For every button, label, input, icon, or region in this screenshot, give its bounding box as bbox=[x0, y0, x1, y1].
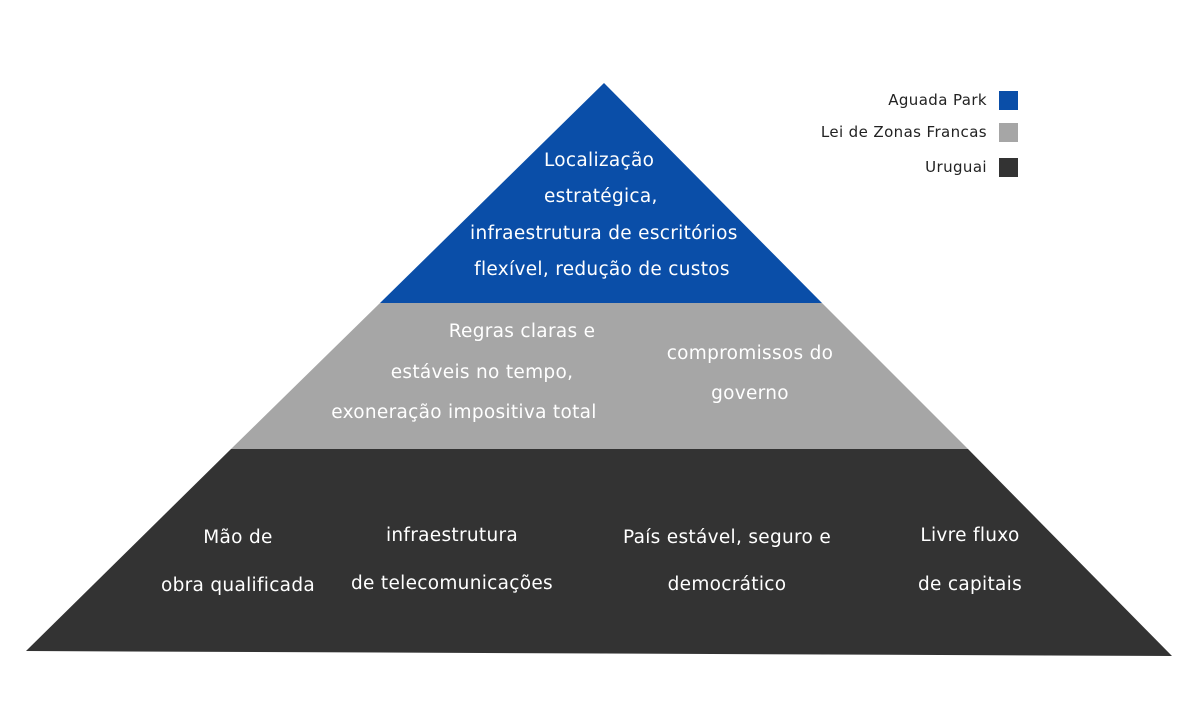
tier-top-line-2: estratégica, bbox=[544, 186, 658, 207]
tier-top-line-1: Localização bbox=[544, 150, 655, 171]
tier-middle-item-2-line-1: compromissos do bbox=[666, 343, 834, 364]
legend-swatch bbox=[999, 122, 1018, 142]
legend-item-lei-de-zonas-francas: Lei de Zonas Francas bbox=[821, 121, 1018, 143]
tier-middle-item-1-line-3: exoneração impositiva total bbox=[331, 402, 597, 423]
legend-item-aguada-park: Aguada Park bbox=[888, 89, 1018, 111]
tier-bottom-item-4-line-1: Livre fluxo bbox=[920, 525, 1020, 546]
legend-swatch bbox=[999, 157, 1018, 177]
legend-item-uruguai: Uruguai bbox=[925, 156, 1018, 178]
tier-middle-shape bbox=[231, 303, 968, 449]
legend-swatch bbox=[999, 90, 1018, 110]
legend-label: Lei de Zonas Francas bbox=[820, 123, 987, 141]
legend-label: Uruguai bbox=[925, 158, 987, 176]
tier-bottom-item-2-line-2: de telecomunicações bbox=[351, 573, 553, 594]
tier-middle-item-1-line-1: Regras claras e bbox=[448, 321, 596, 342]
tier-bottom-item-3-line-1: País estável, seguro e bbox=[622, 527, 832, 548]
tier-bottom-item-3-line-2: democrático bbox=[667, 574, 787, 595]
legend-label: Aguada Park bbox=[888, 91, 987, 109]
tier-middle-item-2-line-2: governo bbox=[711, 383, 789, 404]
tier-bottom-item-2-line-1: infraestrutura bbox=[385, 525, 519, 546]
tier-top-line-3: infraestrutura de escritórios bbox=[470, 223, 738, 244]
tier-bottom-shape bbox=[26, 449, 1172, 656]
tier-top-shape bbox=[380, 83, 822, 303]
tier-bottom-item-1-line-1: Mão de bbox=[203, 527, 273, 548]
tier-bottom-item-4-line-2: de capitais bbox=[917, 574, 1023, 595]
tier-bottom-item-1-line-2: obra qualificada bbox=[160, 575, 315, 596]
tier-top-line-4: flexível, redução de custos bbox=[474, 259, 730, 280]
tier-middle-item-1-line-2: estáveis no tempo, bbox=[390, 362, 574, 383]
